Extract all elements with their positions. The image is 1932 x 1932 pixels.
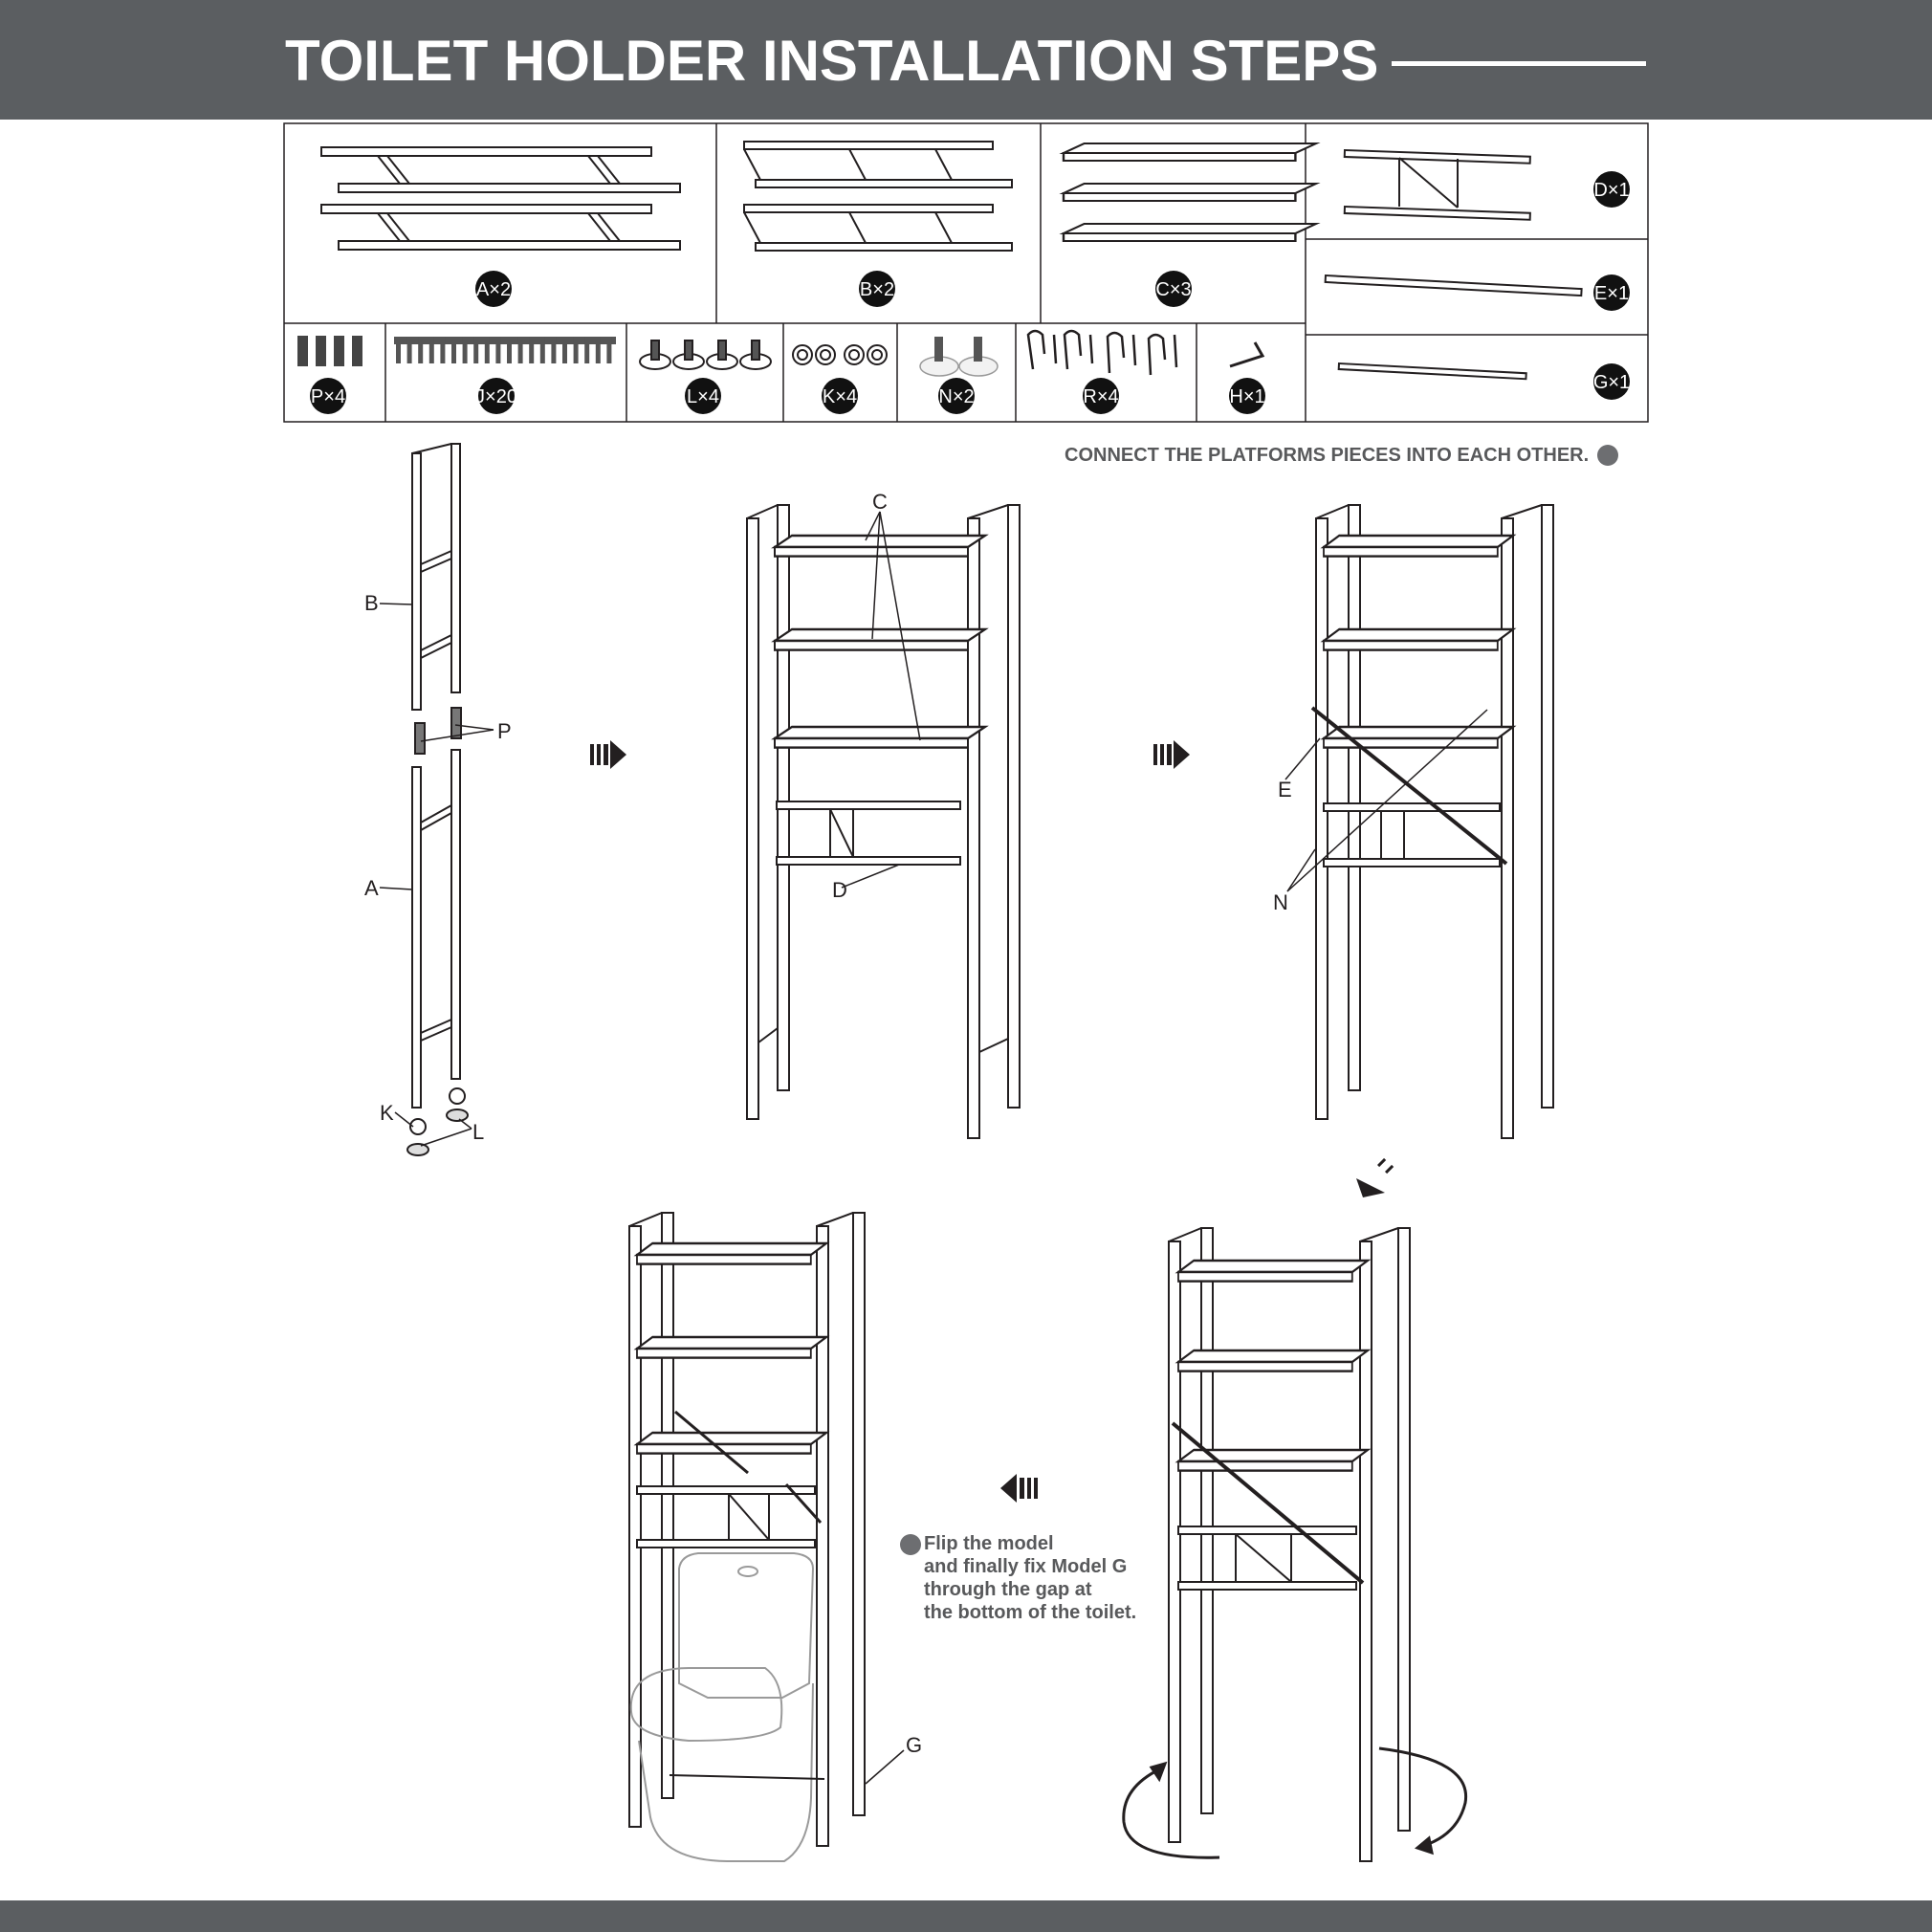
screw-j <box>495 337 501 363</box>
toilet-outline <box>629 1552 825 1862</box>
part-k-drawing <box>792 344 888 365</box>
callout-g: G <box>906 1733 922 1757</box>
screw-j <box>418 337 424 363</box>
step3-leaders <box>1284 709 1488 892</box>
step1-side-frame <box>406 443 469 1156</box>
title-rule <box>1392 61 1646 66</box>
badge-r: R×4 <box>1083 386 1118 407</box>
screw-j <box>595 337 601 363</box>
flip-note-line-4: the bottom of the toilet. <box>924 1602 1137 1623</box>
parts-table <box>283 122 1649 423</box>
part-n-drawing <box>919 337 999 377</box>
page-title: TOILET HOLDER INSTALLATION STEPS <box>285 29 1379 93</box>
part-c-drawing <box>1062 142 1318 243</box>
screw-j <box>551 337 557 363</box>
part-j-drawing <box>394 337 616 363</box>
arrow-step2-to-3 <box>1153 740 1190 769</box>
callout-b: B <box>364 591 379 615</box>
screw-j <box>473 337 479 363</box>
part-l-drawing <box>639 340 772 370</box>
screw-j <box>539 337 545 363</box>
part-h-drawing <box>1229 341 1265 368</box>
badge-d: D×1 <box>1593 180 1629 201</box>
callout-p: P <box>497 719 512 743</box>
rotate-arrows <box>1122 1746 1468 1859</box>
step2-leaders <box>841 511 921 889</box>
screw-j <box>440 337 446 363</box>
flip-note-line-2: and finally fix Model G <box>924 1556 1128 1577</box>
callout-c: C <box>872 490 888 514</box>
connect-note: CONNECT THE PLATFORMS PIECES INTO EACH O… <box>1065 445 1589 467</box>
badge-n: N×2 <box>938 386 974 407</box>
screw-j <box>584 337 590 363</box>
screw-j <box>406 337 412 363</box>
part-d-drawing <box>1343 148 1531 221</box>
badge-l: L×4 <box>687 386 719 407</box>
screw-j <box>451 337 456 363</box>
screw-j <box>517 337 523 363</box>
badge-g: G×1 <box>1593 372 1630 393</box>
title-banner: TOILET HOLDER INSTALLATION STEPS <box>0 0 1932 120</box>
callout-d: D <box>832 878 847 902</box>
badge-e: E×1 <box>1594 283 1629 304</box>
callout-l: L <box>472 1120 484 1144</box>
connect-note-dot <box>1597 445 1618 466</box>
screw-j <box>428 337 434 363</box>
flip-note-dot <box>900 1534 921 1555</box>
callout-a: A <box>364 876 379 900</box>
arrow-step3-to-4 <box>1356 1157 1394 1197</box>
badge-p: P×4 <box>311 386 345 407</box>
connect-note-text: CONNECT THE PLATFORMS PIECES INTO EACH O… <box>1065 445 1590 466</box>
part-r-drawing <box>1026 329 1178 376</box>
screw-j <box>573 337 579 363</box>
callout-k: K <box>380 1101 394 1125</box>
flip-note-line-3: through the gap at <box>924 1579 1092 1600</box>
badge-a: A×2 <box>476 279 511 300</box>
step5-leader <box>865 1749 905 1785</box>
flip-note-line-1: Flip the model <box>924 1533 1054 1554</box>
flip-note: Flip the model and finally fix Model G t… <box>924 1532 1173 1624</box>
part-badges: A×2 B×2 C×3 D×1 E×1 G×1 P×4 J×20 L×4 K×4… <box>310 171 1630 414</box>
callout-e: E <box>1278 778 1292 801</box>
badge-c: C×3 <box>1155 279 1191 300</box>
part-e-drawing <box>1324 274 1583 297</box>
badge-k: K×4 <box>823 386 857 407</box>
screw-j <box>484 337 490 363</box>
screw-j <box>606 337 612 363</box>
screw-j <box>562 337 567 363</box>
badge-h: H×1 <box>1229 386 1264 407</box>
footer-band <box>0 1900 1932 1932</box>
part-a-drawing <box>320 146 681 251</box>
step1-leaders <box>379 603 494 1147</box>
step5-frame <box>628 1212 866 1847</box>
part-p-drawing <box>297 336 362 366</box>
screw-j <box>396 337 401 363</box>
screw-j <box>507 337 512 363</box>
screw-j <box>462 337 468 363</box>
badge-j: J×20 <box>475 386 517 407</box>
badge-b: B×2 <box>860 279 894 300</box>
screw-j <box>529 337 535 363</box>
step4-frame <box>1168 1227 1411 1862</box>
part-b-drawing <box>743 141 1013 252</box>
arrow-step1-to-2 <box>590 740 626 769</box>
step2-frame <box>746 504 1021 1139</box>
arrow-step4-to-5 <box>1000 1474 1038 1503</box>
callout-n: N <box>1273 890 1288 914</box>
step3-frame <box>1310 504 1554 1139</box>
part-g-drawing <box>1337 362 1527 381</box>
